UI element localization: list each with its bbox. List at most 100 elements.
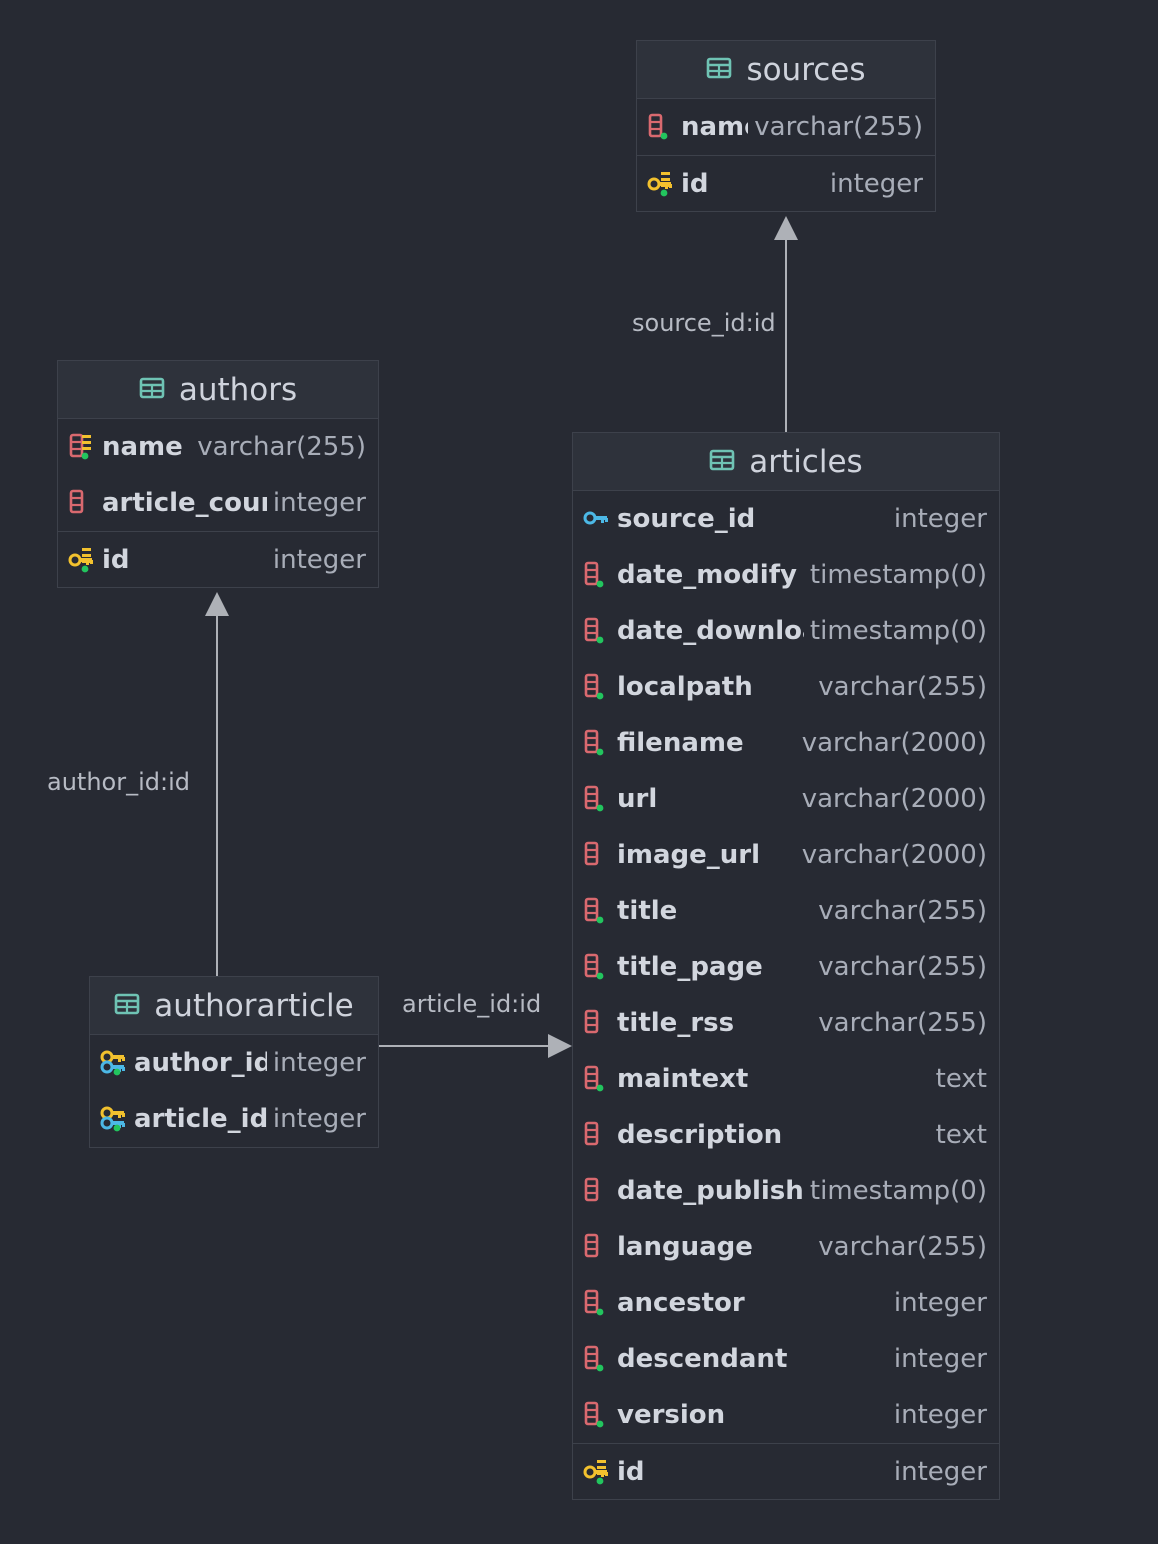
column-name: name bbox=[102, 432, 183, 462]
column-name: id bbox=[681, 168, 709, 199]
column-name: title bbox=[617, 896, 678, 926]
column-type: integer bbox=[893, 1344, 987, 1374]
column-type: integer bbox=[893, 1288, 987, 1318]
column-row[interactable]: title varchar(255) bbox=[573, 883, 999, 939]
column-type: varchar(255) bbox=[818, 1232, 987, 1262]
table-name: authorarticle bbox=[154, 987, 354, 1024]
column-notnull-icon bbox=[583, 896, 617, 926]
column-row[interactable]: ancestor integer bbox=[573, 1275, 999, 1331]
column-row[interactable]: id integer bbox=[637, 155, 935, 211]
column-name: title_page bbox=[617, 952, 763, 982]
column-name: id bbox=[102, 544, 130, 575]
column-row[interactable]: title_page varchar(255) bbox=[573, 939, 999, 995]
column-type: integer bbox=[272, 488, 366, 518]
column-type: integer bbox=[272, 1104, 366, 1134]
foreign-key-icon bbox=[583, 504, 617, 534]
table-icon bbox=[709, 449, 735, 475]
column-notnull-icon bbox=[583, 1288, 617, 1318]
column-row[interactable]: id integer bbox=[58, 531, 378, 587]
table-icon bbox=[706, 57, 732, 83]
column-type: varchar(255) bbox=[197, 432, 366, 462]
table-header[interactable]: authorarticle bbox=[90, 977, 378, 1035]
column-type: varchar(255) bbox=[818, 952, 987, 982]
relation-label-source-id: source_id:id bbox=[632, 309, 776, 337]
column-name: image_url bbox=[617, 840, 761, 870]
column-row[interactable]: date_downloadtimestamp(0) bbox=[573, 603, 999, 659]
table-header[interactable]: authors bbox=[58, 361, 378, 419]
column-notnull-icon bbox=[647, 112, 681, 142]
relation-label-article-id: article_id:id bbox=[402, 990, 542, 1018]
column-notnull-icon bbox=[583, 1344, 617, 1374]
column-name: maintext bbox=[617, 1064, 749, 1094]
column-name: article_id bbox=[134, 1104, 267, 1134]
foreign-key-index-icon bbox=[100, 1104, 134, 1134]
column-notnull-icon bbox=[583, 560, 617, 590]
column-notnull-icon bbox=[583, 616, 617, 646]
column-name: version bbox=[617, 1400, 726, 1430]
column-type: timestamp(0) bbox=[809, 560, 987, 590]
column-name: ancestor bbox=[617, 1288, 745, 1318]
column-row[interactable]: article_countinteger bbox=[58, 475, 378, 531]
arrowhead-authors bbox=[205, 592, 229, 616]
table-authors[interactable]: authors name varchar(255) article_countin… bbox=[57, 360, 379, 588]
column-name: article_count bbox=[102, 488, 267, 518]
table-header[interactable]: sources bbox=[637, 41, 935, 99]
foreign-key-index-icon bbox=[100, 1048, 134, 1078]
column-name: name bbox=[681, 112, 748, 142]
column-icon bbox=[583, 840, 617, 870]
column-icon bbox=[583, 1232, 617, 1262]
column-type: integer bbox=[272, 1048, 366, 1078]
table-name: articles bbox=[749, 443, 863, 480]
table-name: sources bbox=[746, 51, 866, 88]
primary-key-icon bbox=[583, 1457, 617, 1487]
column-type: integer bbox=[829, 168, 923, 199]
column-icon bbox=[583, 1008, 617, 1038]
table-icon bbox=[114, 993, 140, 1019]
column-name: descendant bbox=[617, 1344, 788, 1374]
column-type: varchar(255) bbox=[818, 1008, 987, 1038]
table-header[interactable]: articles bbox=[573, 433, 999, 491]
column-type: varchar(255) bbox=[818, 896, 987, 926]
column-type: integer bbox=[893, 1456, 987, 1487]
column-type: varchar(2000) bbox=[801, 784, 987, 814]
column-notnull-icon bbox=[583, 952, 617, 982]
column-notnull-icon bbox=[583, 1400, 617, 1430]
column-icon bbox=[68, 488, 102, 518]
table-icon bbox=[139, 377, 165, 403]
column-name: localpath bbox=[617, 672, 753, 702]
primary-key-icon bbox=[647, 169, 681, 199]
column-row[interactable]: image_url varchar(2000) bbox=[573, 827, 999, 883]
column-row[interactable]: descendant integer bbox=[573, 1331, 999, 1387]
column-type: text bbox=[935, 1120, 987, 1150]
column-name: author_id bbox=[134, 1048, 267, 1078]
column-type: integer bbox=[272, 544, 366, 575]
column-type: integer bbox=[893, 504, 987, 534]
column-notnull-icon bbox=[583, 672, 617, 702]
column-name: date_publish bbox=[617, 1176, 804, 1206]
column-type: varchar(2000) bbox=[801, 840, 987, 870]
column-icon bbox=[583, 1120, 617, 1150]
column-name: date_download bbox=[617, 616, 804, 646]
primary-key-icon bbox=[68, 545, 102, 575]
column-row[interactable]: name varchar(255) bbox=[58, 419, 378, 475]
column-icon bbox=[583, 1176, 617, 1206]
column-type: timestamp(0) bbox=[809, 1176, 987, 1206]
